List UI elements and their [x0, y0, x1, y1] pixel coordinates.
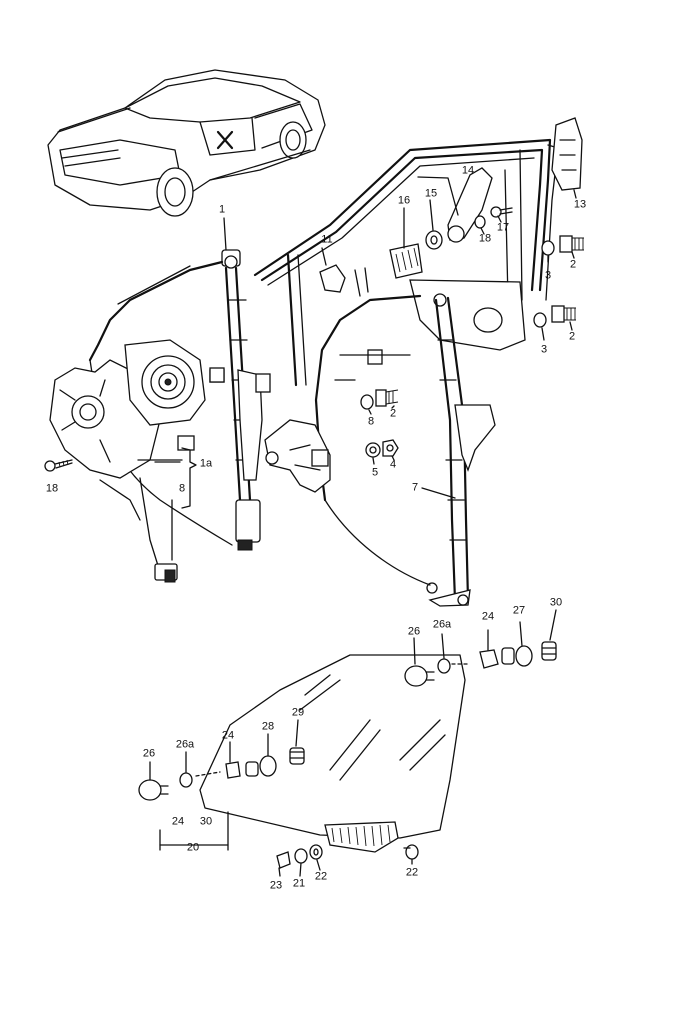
part-label-1: 1: [218, 203, 226, 216]
part-label-24-upper: 24: [481, 610, 495, 623]
part-label-26a-lower: 26a: [175, 738, 195, 751]
part-label-5: 5: [371, 466, 379, 479]
part-label-7: 7: [411, 481, 419, 494]
part-label-8: 8: [178, 482, 186, 495]
part-label-15: 15: [424, 187, 438, 200]
part-label-2-middle: 2: [389, 407, 397, 420]
part-label-26-lower: 26: [142, 747, 156, 760]
window-glass: [159, 654, 466, 853]
leader-lines: [137, 176, 577, 877]
glass-fasteners-upper: [404, 641, 557, 687]
part-label-23: 23: [269, 879, 283, 892]
part-label-29: 29: [291, 706, 305, 719]
hardware-upper: [319, 167, 584, 458]
glass-fasteners-lower: [138, 747, 419, 869]
part-label-13: 13: [573, 198, 587, 211]
part-label-30-upper: 30: [549, 596, 563, 609]
part-label-28: 28: [261, 720, 275, 733]
part-label-18-upper: 18: [478, 232, 492, 245]
part-label-1a: 1a: [199, 457, 213, 470]
part-label-20: 20: [186, 841, 200, 854]
part-label-14: 14: [461, 164, 475, 177]
bracket-1a: [181, 447, 197, 509]
part-label-21: 21: [292, 877, 306, 890]
part-label-2-lower: 2: [568, 330, 576, 343]
part-label-3-upper: 3: [544, 269, 552, 282]
part-label-11: 11: [321, 233, 333, 246]
part-label-22-left: 22: [314, 870, 328, 883]
part-label-30-set: 30: [199, 815, 213, 828]
part-label-18: 18: [45, 482, 59, 495]
part-label-24-lower: 24: [221, 729, 235, 742]
car-illustration: [47, 69, 326, 217]
part-label-26a-upper: 26a: [432, 618, 452, 631]
part-label-17: 17: [496, 221, 510, 234]
part-label-16: 16: [397, 194, 411, 207]
part-label-22-right: 22: [405, 866, 419, 879]
part-label-2-upper: 2: [569, 258, 577, 271]
part-label-8-middle: 8: [367, 415, 375, 428]
window-regulator-right: [264, 279, 526, 607]
window-motor: [44, 339, 225, 583]
part-label-3-lower: 3: [540, 343, 548, 356]
part-label-4: 4: [389, 458, 397, 471]
door-window-frame: [253, 117, 583, 387]
part-label-26-upper: 26: [407, 625, 421, 638]
part-label-27: 27: [512, 604, 526, 617]
part-label-24-set: 24: [171, 815, 185, 828]
